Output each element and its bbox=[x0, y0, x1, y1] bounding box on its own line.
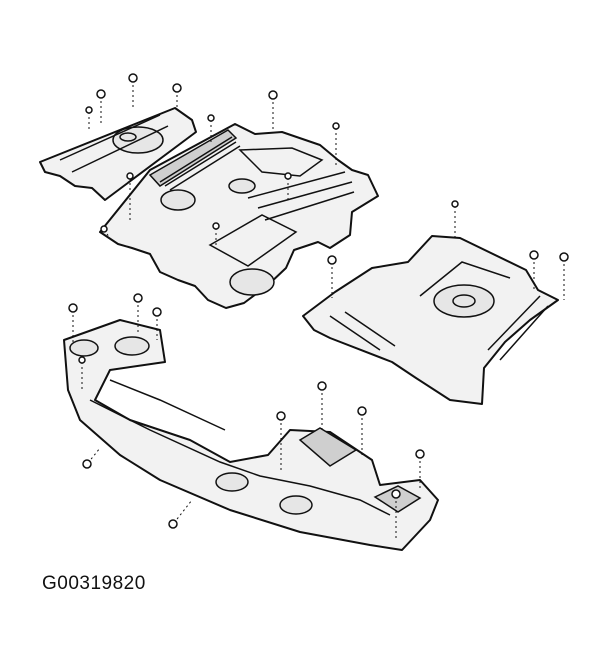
bolt bbox=[212, 222, 220, 248]
bolt bbox=[128, 73, 138, 108]
bolt bbox=[68, 303, 78, 345]
bolt bbox=[415, 449, 425, 488]
bolt bbox=[559, 252, 569, 300]
bolt bbox=[284, 172, 292, 200]
bolt bbox=[268, 90, 278, 132]
bolt bbox=[82, 447, 101, 469]
bolt bbox=[529, 250, 539, 292]
bolt bbox=[85, 106, 93, 130]
bolt bbox=[152, 307, 162, 340]
lower-splash-shield bbox=[63, 319, 439, 551]
bolt bbox=[133, 293, 143, 332]
right-side-cover bbox=[302, 235, 559, 405]
bolt bbox=[172, 83, 182, 110]
fastener-bolts bbox=[68, 73, 569, 540]
bolt bbox=[327, 255, 337, 298]
bolt bbox=[391, 489, 401, 540]
bolt bbox=[451, 200, 459, 240]
bolt bbox=[332, 122, 340, 168]
bolt bbox=[126, 172, 134, 220]
left-side-cover bbox=[39, 107, 197, 201]
bolt bbox=[168, 499, 193, 529]
bolt bbox=[96, 89, 106, 125]
figure-id-label: G00319820 bbox=[42, 573, 146, 594]
bolt bbox=[207, 114, 215, 145]
bolt bbox=[276, 411, 286, 470]
bolt bbox=[317, 381, 327, 432]
bolt bbox=[100, 225, 111, 239]
engine-top-cover bbox=[99, 123, 379, 309]
bolt bbox=[357, 406, 367, 455]
bolt bbox=[78, 356, 86, 392]
